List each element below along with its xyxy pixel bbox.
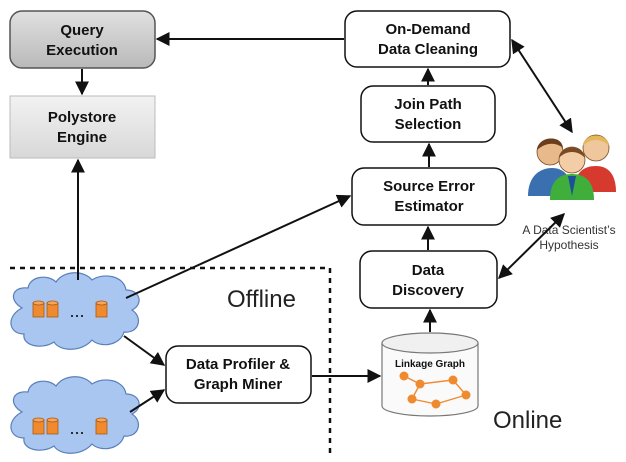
- cloud-2-ellipsis: ...: [69, 418, 84, 438]
- database-icon: [46, 417, 59, 435]
- join-path-line2: Selection: [395, 116, 462, 133]
- profiler-line2: Graph Miner: [194, 376, 283, 393]
- join-path-box: Join Path Selection: [360, 85, 496, 143]
- query-execution-box: Query Execution: [9, 10, 156, 69]
- arrow-cleaning-scientists: [511, 38, 573, 134]
- arrow-cloud-to-estimator: [125, 194, 352, 299]
- polystore-engine-box: Polystore Engine: [9, 95, 156, 159]
- hypothesis-label-line1: A Data Scientist’s: [522, 223, 615, 237]
- data-cleaning-line1: On-Demand: [385, 21, 470, 38]
- linkage-graph-cylinder: Linkage Graph: [381, 332, 479, 417]
- database-icon: [32, 417, 45, 435]
- database-icon: [95, 417, 108, 435]
- data-scientists-icon: [526, 130, 616, 202]
- linkage-graph-network: [399, 371, 471, 409]
- data-cleaning-line2: Data Cleaning: [378, 41, 478, 58]
- query-execution-line2: Execution: [46, 42, 118, 59]
- query-execution-line1: Query: [60, 22, 104, 39]
- cloud-1-ellipsis: ...: [69, 301, 84, 321]
- profiler-box: Data Profiler & Graph Miner: [165, 345, 312, 404]
- offline-boundary: [10, 266, 332, 458]
- database-icon: [95, 300, 108, 318]
- data-discovery-line2: Discovery: [392, 282, 464, 299]
- connector-arrows: [71, 32, 573, 413]
- online-label: Online: [493, 407, 562, 434]
- error-estimator-box: Source Error Estimator: [351, 167, 507, 226]
- arrow-cloud2-to-profiler: [129, 389, 166, 413]
- arrow-cloud1-to-profiler: [123, 335, 166, 366]
- profiler-line1: Data Profiler &: [186, 356, 290, 373]
- polystore-engine-line2: Engine: [57, 129, 107, 146]
- hypothesis-label-line2: Hypothesis: [539, 238, 598, 252]
- error-estimator-line2: Estimator: [394, 198, 463, 215]
- arrow-discovery-scientists: [498, 213, 565, 279]
- linkage-graph-title: Linkage Graph: [395, 359, 465, 370]
- data-discovery-line1: Data: [412, 262, 445, 279]
- offline-label: Offline: [227, 286, 296, 313]
- database-icon: [32, 300, 45, 318]
- join-path-line1: Join Path: [394, 96, 462, 113]
- data-cleaning-box: On-Demand Data Cleaning: [344, 10, 511, 68]
- database-icon: [46, 300, 59, 318]
- data-source-cloud-2: ...: [10, 376, 140, 454]
- data-discovery-box: Data Discovery: [359, 250, 498, 309]
- data-source-cloud-1: ...: [10, 272, 140, 350]
- error-estimator-line1: Source Error: [383, 178, 475, 195]
- polystore-engine-line1: Polystore: [48, 109, 116, 126]
